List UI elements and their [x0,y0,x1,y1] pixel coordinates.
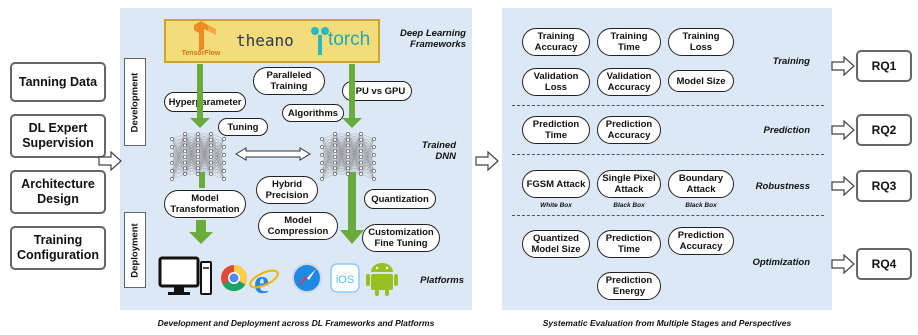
section-label-robustness: Robustness [755,181,810,192]
pill-boundary-attack: Boundary Attack [668,170,734,198]
svg-text:iOS: iOS [336,274,354,286]
hollow-arrow-to-rq4 [831,254,855,274]
input-architecture-design: Architecture Design [10,170,106,214]
torch-icon [311,27,329,55]
pill-fgsm-attack: FGSM Attack [522,170,590,198]
torch-logo: torch [310,25,378,59]
pill-quantization: Quantization [364,189,436,209]
left-panel-footer: Development and Deployment across DL Fra… [157,318,435,328]
double-arrow-between-dnns [235,147,311,161]
trained-dnn-caption: Trained DNN [421,140,456,162]
internet-explorer-icon: e [249,264,279,301]
pill-prediction-time-optimization: Prediction Time [597,230,661,258]
deployment-label: Deployment [124,212,146,288]
section-label-optimization: Optimization [752,257,810,268]
green-arrow-right-down [340,172,364,244]
frameworks-caption: Deep Learning Frameworks [400,28,466,50]
input-dl-expert-supervision: DL Expert Supervision [10,114,106,158]
attack-type-black-box: Black Box [685,202,717,209]
hollow-arrow-inputs-to-panel [98,151,122,171]
rq1-box: RQ1 [856,50,912,82]
green-arrow-dnn-to-model-transform [199,172,205,188]
pill-prediction-energy: Prediction Energy [597,272,661,300]
section-label-prediction: Prediction [763,125,810,136]
pill-hybrid-precision: Hybrid Precision [256,176,318,204]
pill-training-time: Training Time [597,28,661,56]
pill-validation-accuracy: Validation Accuracy [597,68,661,96]
ios-icon: iOS [330,263,360,293]
pill-cpu-vs-gpu: CPU vs GPU [342,81,412,101]
input-label: Tanning Data [18,74,98,89]
pill-prediction-time: Prediction Time [522,116,590,144]
desktop-computer-icon [158,256,212,295]
green-arrow-torch-down [342,64,362,128]
theano-logo: theano [236,31,294,50]
section-divider [512,105,824,106]
hollow-arrow-to-rq2 [831,120,855,140]
input-label: Architecture Design [21,177,95,206]
input-label: Training Configuration [17,233,99,262]
tensorflow-icon [194,21,216,52]
hollow-arrow-panel-to-evaluation [475,151,499,171]
safari-icon [292,263,322,293]
svg-text:e: e [254,264,269,301]
pill-model-transformation: Model Transformation [164,190,246,218]
platforms-caption: Platforms [420,275,464,286]
pill-tuning: Tuning [218,118,268,136]
rq3-box: RQ3 [856,170,912,202]
input-training-configuration: Training Configuration [10,226,106,270]
hollow-arrow-to-rq3 [831,176,855,196]
rq2-box: RQ2 [856,114,912,146]
pill-prediction-accuracy: Prediction Accuracy [597,116,661,144]
pill-validation-loss: Validation Loss [522,68,590,96]
section-label-training: Training [772,56,810,67]
development-label: Development [124,58,146,146]
pill-paralleled-training: Paralleled Training [253,67,325,95]
neural-network-right-icon [320,132,376,181]
input-label: DL Expert Supervision [22,121,94,150]
pill-customization-fine-tuning: Customization Fine Tuning [362,224,440,252]
section-divider [512,154,824,155]
systematic-evaluation-panel [502,8,832,310]
pill-algorithms: Algorithms [282,104,344,122]
section-divider [512,215,824,216]
green-arrows [189,64,364,244]
torch-label: torch [328,29,371,50]
green-arrow-model-transform-down [189,220,213,244]
tensorflow-label: TensorFlow [181,50,221,57]
attack-type-black-box: Black Box [613,202,645,209]
pill-quantized-model-size: Quantized Model Size [522,230,590,258]
pill-training-accuracy: Training Accuracy [522,28,590,56]
hollow-arrow-to-rq1 [831,56,855,76]
pill-model-size: Model Size [668,70,734,92]
pill-prediction-accuracy-optimization: Prediction Accuracy [668,227,734,255]
rq4-box: RQ4 [856,248,912,280]
tensorflow-logo: TensorFlow [172,21,230,61]
neural-network-left-icon [170,132,226,181]
pill-training-loss: Training Loss [668,28,734,56]
attack-type-white-box: White Box [540,202,572,209]
pill-hyperparameter: Hyperparameter [164,92,246,112]
right-panel-footer: Systematic Evaluation from Multiple Stag… [542,318,792,328]
pill-model-compression: Model Compression [258,212,338,240]
green-arrow-tf-down [190,64,210,128]
input-training-data: Tanning Data [10,62,106,102]
pill-single-pixel-attack: Single Pixel Attack [597,170,661,198]
chrome-icon [221,264,248,292]
android-icon [366,263,398,296]
